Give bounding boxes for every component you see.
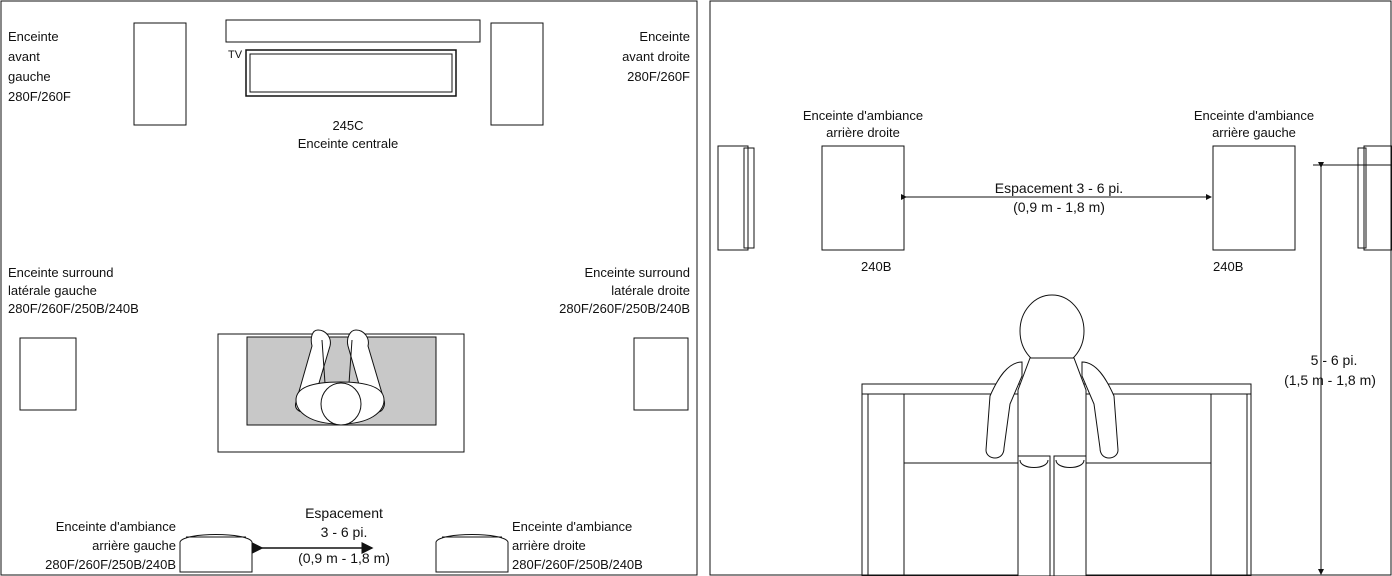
person-front-view	[985, 294, 1119, 576]
rear-spacing-label-1: Espacement	[305, 505, 383, 521]
rear-left-speaker-elev	[1212, 145, 1296, 251]
rear-right-speaker-elev	[821, 145, 905, 251]
front-left-label-1: Enceinte	[8, 29, 59, 44]
front-left-model: 280F/260F	[8, 89, 71, 104]
height-label-1: 5 - 6 pi.	[1311, 352, 1358, 368]
front-left-label-3: gauche	[8, 69, 51, 84]
left-panel-labels: Enceinte avant gauche 280F/260F TV Encei…	[8, 29, 690, 572]
front-right-label-2: avant droite	[622, 49, 690, 64]
right-panel-labels: Enceinte d'ambiance arrière droite Encei…	[803, 108, 1376, 388]
elev-model-left: 240B	[861, 259, 891, 274]
tv-screen-inner	[249, 53, 453, 93]
front-right-model: 280F/260F	[627, 69, 690, 84]
rear-left-label-2: arrière gauche	[92, 538, 176, 553]
person-top-view	[295, 329, 385, 426]
horizontal-spacing-label-1: Espacement 3 - 6 pi.	[995, 180, 1123, 196]
rear-right-label-2: arrière droite	[512, 538, 586, 553]
rear-right-label-1: Enceinte d'ambiance	[512, 519, 632, 534]
front-left-label-2: avant	[8, 49, 40, 64]
sofa-top-view	[217, 333, 465, 453]
front-right-speaker	[490, 22, 544, 126]
side-left-model: 280F/260F/250B/240B	[8, 301, 139, 316]
wall-speaker-right-side	[1357, 147, 1367, 249]
elev-model-right: 240B	[1213, 259, 1243, 274]
center-label: Enceinte centrale	[298, 136, 398, 151]
left-panel-overhead	[0, 0, 698, 576]
tv-screen	[245, 49, 457, 97]
tv-label: TV	[228, 49, 243, 61]
wall-speaker-left-side	[743, 147, 755, 249]
side-right-label-1: Enceinte surround	[584, 265, 690, 280]
room-outline-left	[0, 0, 698, 576]
side-left-speaker	[19, 337, 77, 411]
side-right-model: 280F/260F/250B/240B	[559, 301, 690, 316]
rear-spacing-label-3: (0,9 m - 1,8 m)	[298, 550, 390, 566]
side-left-label-2: latérale gauche	[8, 283, 97, 298]
rear-spacing-label-2: 3 - 6 pi.	[321, 524, 368, 540]
rear-left-speaker	[179, 534, 253, 573]
side-right-label-2: latérale droite	[611, 283, 690, 298]
rear-right-model: 280F/260F/250B/240B	[512, 557, 643, 572]
elev-rear-right-label-2: arrière droite	[826, 125, 900, 140]
wall-speaker-right	[1363, 145, 1392, 251]
horizontal-spacing-label-2: (0,9 m - 1,8 m)	[1013, 199, 1105, 215]
front-right-label-1: Enceinte	[639, 29, 690, 44]
rear-left-label-1: Enceinte d'ambiance	[56, 519, 176, 534]
center-model: 245C	[332, 118, 363, 133]
front-left-speaker	[133, 22, 187, 126]
elev-rear-left-label-2: arrière gauche	[1212, 125, 1296, 140]
wall-speaker-left	[717, 145, 749, 251]
rear-right-speaker	[435, 534, 509, 573]
right-panel-elevation	[709, 0, 1392, 576]
elev-rear-right-label-1: Enceinte d'ambiance	[803, 108, 923, 123]
height-label-2: (1,5 m - 1,8 m)	[1284, 372, 1376, 388]
tv-top	[225, 19, 481, 43]
side-left-label-1: Enceinte surround	[8, 265, 114, 280]
side-right-speaker	[633, 337, 689, 411]
elev-rear-left-label-1: Enceinte d'ambiance	[1194, 108, 1314, 123]
rear-left-model: 280F/260F/250B/240B	[45, 557, 176, 572]
